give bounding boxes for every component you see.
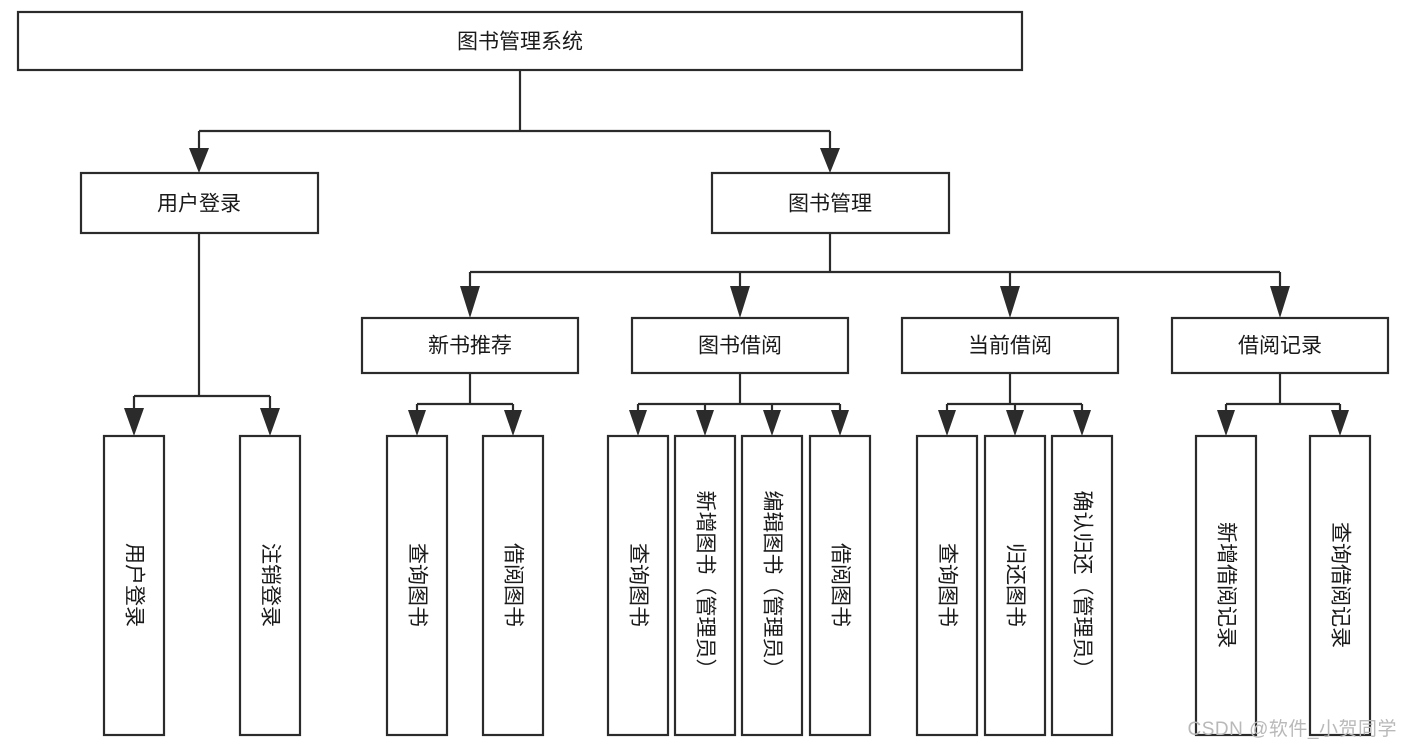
node-book-management-box	[710, 171, 951, 235]
arrow-borrow-leaf-2	[696, 410, 714, 436]
arrow-record-leaf-2	[1331, 410, 1349, 436]
leaf-box-add-record	[1194, 434, 1258, 737]
node-borrow-record-label: 借阅记录	[1238, 335, 1322, 358]
leaf-label-add-record: 新增借阅记录	[1215, 522, 1238, 648]
leaf-box-query-book-1	[385, 434, 449, 737]
leaf-label-query-record: 查询借阅记录	[1329, 522, 1352, 648]
leaf-node[interactable]: 用户登录	[102, 434, 166, 737]
leaf-box-user-login	[102, 434, 166, 737]
arrow-borrow-leaf-4	[831, 410, 849, 436]
leaf-box-query-book-2	[606, 434, 670, 737]
arrow-newbook-leaf-1	[408, 410, 426, 436]
arrow-bookmgmt-child-2	[730, 286, 750, 318]
node-book-borrow-label: 图书借阅	[698, 335, 782, 358]
arrow-root-to-userlogin	[189, 148, 209, 173]
arrow-current-leaf-2	[1006, 410, 1024, 436]
leaf-box-add-book	[673, 434, 737, 737]
arrow-borrow-leaf-3	[763, 410, 781, 436]
node-new-book-recommend-box	[360, 316, 580, 375]
node-user-login-box	[79, 171, 320, 235]
leaf-label-borrow-book-1: 借阅图书	[502, 543, 525, 627]
leaf-box-edit-book	[740, 434, 804, 737]
node-book-borrow[interactable]: 图书借阅	[630, 316, 850, 375]
leaf-node[interactable]: 归还图书	[983, 434, 1047, 737]
node-user-login[interactable]: 用户登录	[79, 171, 320, 235]
leaf-node[interactable]: 借阅图书	[808, 434, 872, 737]
leaf-label-edit-book: 编辑图书（管理员）	[761, 491, 784, 680]
arrow-newbook-leaf-2	[504, 410, 522, 436]
leaf-label-query-book-2: 查询图书	[627, 543, 650, 627]
leaf-label-borrow-book-2: 借阅图书	[829, 543, 852, 627]
leaf-label-query-book-3: 查询图书	[936, 543, 959, 627]
node-borrow-record-box	[1170, 316, 1390, 375]
leaf-box-confirm-return	[1050, 434, 1114, 737]
node-user-login-label: 用户登录	[157, 193, 241, 216]
leaf-node[interactable]: 编辑图书（管理员）	[740, 434, 804, 737]
node-book-management-label: 图书管理	[788, 193, 872, 216]
arrow-bookmgmt-child-4	[1270, 286, 1290, 318]
watermark: CSDN @软件_小贺同学	[1187, 719, 1397, 740]
connectors-group	[124, 70, 1349, 436]
leaf-node[interactable]: 查询图书	[915, 434, 979, 737]
leaf-node[interactable]: 确认归还（管理员）	[1050, 434, 1114, 737]
node-new-book-recommend[interactable]: 新书推荐	[360, 316, 580, 375]
leaf-box-borrow-book-1	[481, 434, 545, 737]
leaf-label-logout: 注销登录	[259, 543, 282, 627]
leaf-label-confirm-return: 确认归还（管理员）	[1071, 491, 1094, 680]
node-new-book-recommend-label: 新书推荐	[428, 335, 512, 358]
arrow-record-leaf-1	[1217, 410, 1235, 436]
leaf-node[interactable]: 新增借阅记录	[1194, 434, 1258, 737]
arrow-root-to-bookmgmt	[820, 148, 840, 173]
node-root-box	[16, 10, 1024, 72]
leaf-box-query-book-3	[915, 434, 979, 737]
leaf-node[interactable]: 新增图书（管理员）	[673, 434, 737, 737]
leaf-label-user-login: 用户登录	[123, 543, 146, 627]
node-current-borrow-box	[900, 316, 1120, 375]
arrow-userlogin-leaf-1	[124, 408, 144, 436]
leaf-node[interactable]: 查询图书	[385, 434, 449, 737]
arrow-userlogin-leaf-2	[260, 408, 280, 436]
leaf-box-logout	[238, 434, 302, 737]
leaf-label-return-book: 归还图书	[1004, 543, 1027, 627]
leaf-node[interactable]: 查询借阅记录	[1308, 434, 1372, 737]
node-root-system[interactable]: 图书管理系统	[16, 10, 1024, 72]
arrow-current-leaf-1	[938, 410, 956, 436]
node-book-management[interactable]: 图书管理	[710, 171, 951, 235]
leaf-node[interactable]: 借阅图书	[481, 434, 545, 737]
arrow-borrow-leaf-1	[629, 410, 647, 436]
node-current-borrow-label: 当前借阅	[968, 335, 1052, 358]
leaf-box-query-record	[1308, 434, 1372, 737]
arrow-bookmgmt-child-1	[460, 286, 480, 318]
leaf-label-query-book-1: 查询图书	[406, 543, 429, 627]
node-root-label: 图书管理系统	[457, 31, 583, 54]
arrow-current-leaf-3	[1073, 410, 1091, 436]
leaf-node[interactable]: 查询图书	[606, 434, 670, 737]
leaf-node[interactable]: 注销登录	[238, 434, 302, 737]
leaf-label-add-book: 新增图书（管理员）	[694, 491, 717, 680]
leaf-box-return-book	[983, 434, 1047, 737]
leaf-box-borrow-book-2	[808, 434, 872, 737]
node-book-borrow-box	[630, 316, 850, 375]
arrow-bookmgmt-child-3	[1000, 286, 1020, 318]
node-current-borrow[interactable]: 当前借阅	[900, 316, 1120, 375]
node-borrow-record[interactable]: 借阅记录	[1170, 316, 1390, 375]
